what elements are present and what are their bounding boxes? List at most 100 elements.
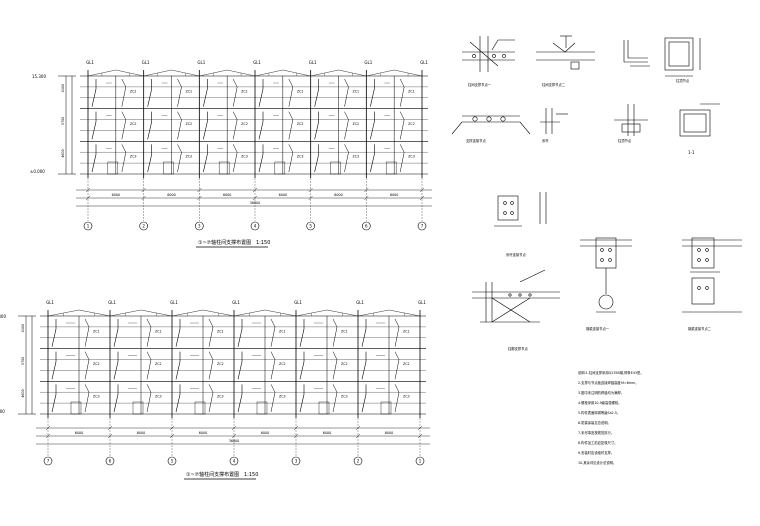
axis-bubble: 5 <box>306 221 315 231</box>
bay-dim: 6000 <box>385 431 393 435</box>
member-label: ZC3 <box>130 155 137 159</box>
elev_bottom-title: ①~⑦轴柱间支撑布置图 1:150 <box>184 471 258 480</box>
column-tag: GL1 <box>142 60 150 65</box>
member-label: ZC1 <box>403 329 410 333</box>
level-bottom: ±0.000 <box>0 409 5 414</box>
column-tag: GL1 <box>309 60 317 65</box>
axis-bubble: 4 <box>229 456 239 466</box>
elevation-scale: 1:150 <box>256 240 270 246</box>
bay-dim: 6000 <box>199 431 207 435</box>
detail-beam-node-one-label: 钢梁连接节点一 <box>586 326 610 331</box>
axis-bubble: 4 <box>250 221 260 231</box>
bay-dim: 6000 <box>334 193 342 197</box>
detail-beam-node-two <box>682 237 742 313</box>
note-line: 10.其余详见设计总说明。 <box>578 460 616 465</box>
note-line: 7.未尽事宜按规范执行。 <box>578 430 614 435</box>
member-label: ZC1 <box>297 89 304 93</box>
axis-bubble: 6 <box>105 456 115 466</box>
bay-dim: 6000 <box>390 193 398 197</box>
member-label: ZC2 <box>241 122 248 126</box>
detail-support-connection-label: 支撑连接节点 <box>466 138 486 143</box>
left-dim: 4600 <box>61 149 65 157</box>
member-label: ZC3 <box>217 395 224 399</box>
column-tag: GL1 <box>46 300 54 305</box>
column-tag: GL1 <box>197 60 205 65</box>
note-line: 8.构件加工前应复核尺寸。 <box>578 440 617 445</box>
elevation-scale: 1:150 <box>244 472 258 478</box>
member-label: ZC3 <box>93 395 100 399</box>
detail-column-section <box>664 37 701 77</box>
axis-bubble: 7 <box>43 456 53 466</box>
member-label: ZC1 <box>130 89 137 93</box>
member-label: ZC1 <box>93 329 100 333</box>
axis-bubble: 7 <box>417 221 427 231</box>
column-tag: GL1 <box>418 300 426 305</box>
detail-bracing-node-two-label: 柱间支撑节点二 <box>542 82 566 87</box>
member-label: ZC1 <box>241 89 248 93</box>
left-dim: 4300 <box>21 324 25 332</box>
design-notes: 说明:1.柱间支撑采用Q235B钢,焊条E43型。 2.支撑与节点板连接焊缝高度… <box>578 370 644 465</box>
left-dim: 5700 <box>61 117 65 125</box>
member-label: ZC2 <box>93 362 100 366</box>
elev_top-frame <box>80 69 428 221</box>
column-tag: GL1 <box>356 300 364 305</box>
detail-column-top-label: 柱顶节点 <box>618 138 632 143</box>
member-label: ZC2 <box>155 362 162 366</box>
member-label: ZC3 <box>241 155 248 159</box>
level-top: 15.300 <box>32 74 46 79</box>
column-tag: GL1 <box>86 60 94 65</box>
member-label: ZC3 <box>155 395 162 399</box>
axis-number: 5 <box>309 224 312 229</box>
axis-bubble: 3 <box>195 221 204 231</box>
member-label: ZC3 <box>403 395 410 399</box>
member-label: ZC1 <box>353 89 360 93</box>
axis-number: 6 <box>365 224 368 229</box>
member-label: ZC3 <box>408 155 415 159</box>
member-label: ZC2 <box>341 362 348 366</box>
member-label: ZC2 <box>279 362 286 366</box>
axis-number: 2 <box>142 224 145 229</box>
axis-number: 6 <box>109 459 112 464</box>
elevation-title: ①~⑦轴柱间支撑布置图 <box>186 471 239 478</box>
detail-bracing-node-one-label: 柱间支撑节点一 <box>468 82 492 87</box>
bay-dim: 6000 <box>167 193 175 197</box>
elevation-title: ①~⑦轴柱间支撑布置图 <box>198 239 251 246</box>
column-tag: GL1 <box>364 60 372 65</box>
member-label: ZC3 <box>297 155 304 159</box>
detail-beam-node-two-label: 钢梁连接节点二 <box>688 326 712 331</box>
axis-bubble: 2 <box>353 456 363 466</box>
detail-section-1-1 <box>679 103 720 137</box>
bay-dim: 6000 <box>112 193 120 197</box>
bay-dim: 6000 <box>75 431 83 435</box>
member-label: ZC2 <box>297 122 304 126</box>
column-tag: GL1 <box>170 300 178 305</box>
axis-number: 1 <box>87 224 90 229</box>
bay-dim: 6000 <box>137 431 145 435</box>
member-label: ZC2 <box>408 122 415 126</box>
member-label: ZC2 <box>353 122 360 126</box>
axis-bubble: 1 <box>415 456 425 466</box>
column-tag: GL1 <box>108 300 116 305</box>
level-bottom: ±0.000 <box>30 169 45 174</box>
member-label: ZC2 <box>403 362 410 366</box>
detail-tie-connection <box>494 192 547 227</box>
member-label: ZC3 <box>279 395 286 399</box>
member-label: ZC2 <box>186 122 193 126</box>
member-label: ZC1 <box>341 329 348 333</box>
column-tag: GL1 <box>253 60 261 65</box>
note-line: 4.螺栓采用10.9级高强螺栓。 <box>578 400 621 405</box>
total-dim: 36000 <box>250 201 261 205</box>
axis-bubble: 6 <box>362 221 371 231</box>
column-tag: GL1 <box>232 300 240 305</box>
member-label: ZC3 <box>353 155 360 159</box>
left-dim: 5700 <box>21 357 25 365</box>
member-label: ZC2 <box>217 362 224 366</box>
note-line: 5.构件表面除锈等级Sa2.5。 <box>578 410 620 415</box>
axis-bubble: 2 <box>139 221 148 231</box>
axis-number: 2 <box>357 459 360 464</box>
member-label: ZC1 <box>279 329 286 333</box>
member-label: ZC1 <box>186 89 193 93</box>
